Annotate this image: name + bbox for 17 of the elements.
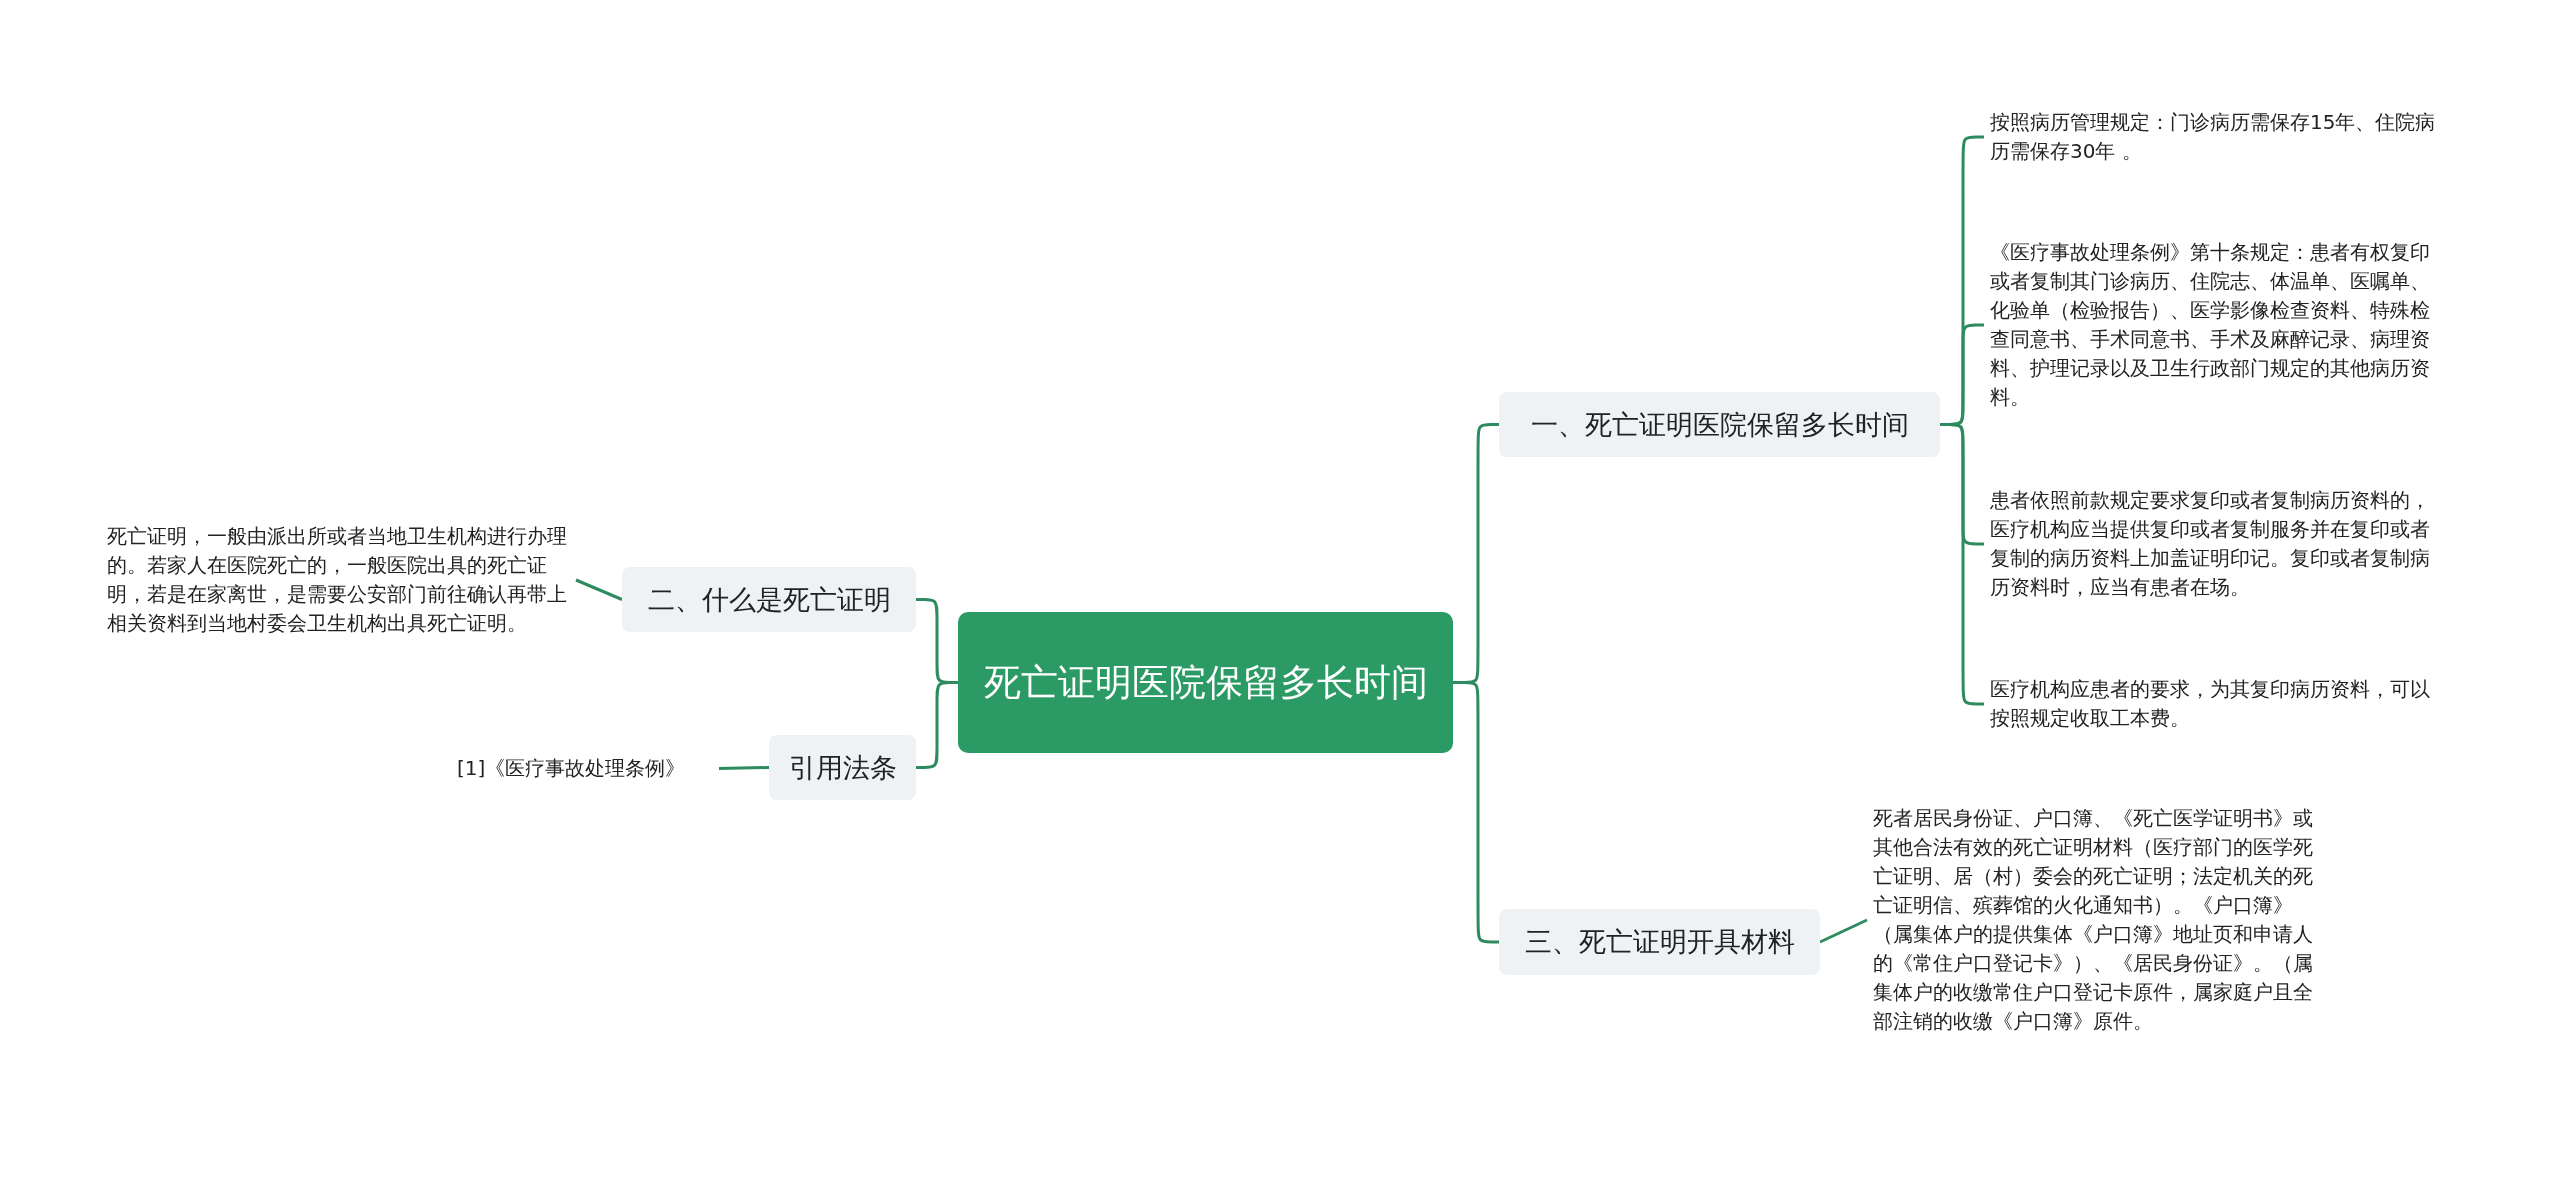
topic-box: 引用法条 — [769, 735, 916, 800]
connector-line — [1819, 918, 1868, 944]
connector-line — [915, 681, 959, 769]
note-text: 按照病历管理规定：门诊病历需保存15年、住院病历需保存30年 。 — [1984, 106, 2454, 168]
note-text: 死亡证明，一般由派出所或者当地卫生机构进行办理的。若家人在医院死亡的，一般医院出具的死亡证明，若是在家离世，是需要公安部门前往确认再带上相关资料到当地村委会卫生机构出具死亡证明。 — [101, 520, 576, 640]
note-text: 死者居民身份证、户口簿、《死亡医学证明书》或其他合法有效的死亡证明材料（医疗部门的医学死亡证明、居（村）委会的死亡证明；法定机关的死亡证明信、殡葬馆的火化通知书）。《户口簿》（属集体户的提供集体《户口簿》地址页和申请人的《常住户口登记卡》）、《居民身份证》。（属集体户的收缴常住户口登记卡原件，属家庭户且全部注销的收缴《户口簿》原件。 — [1867, 802, 2337, 1038]
central-topic-box: 死亡证明医院保留多长时间 — [958, 612, 1453, 753]
connector-line — [718, 766, 770, 770]
connector-line — [1453, 681, 1500, 944]
note-text: 患者依照前款规定要求复印或者复制病历资料的，医疗机构应当提供复印或者复制服务并在复印或者复制的病历资料上加盖证明印记。复印或者复制病历资料时，应当有患者在场。 — [1984, 484, 2454, 604]
topic-box: 一、死亡证明医院保留多长时间 — [1499, 392, 1940, 457]
topic-box: 三、死亡证明开具材料 — [1499, 909, 1820, 975]
note-text: 医疗机构应患者的要求，为其复印病历资料，可以按照规定收取工本费。 — [1984, 673, 2454, 735]
topic-box: 二、什么是死亡证明 — [622, 567, 916, 632]
connector-line — [575, 578, 623, 601]
note-text: 《医疗事故处理条例》第十条规定：患者有权复印或者复制其门诊病历、住院志、体温单、医嘱单、化验单（检验报告）、医学影像检查资料、特殊检查同意书、手术同意书、手术及麻醉记录、病理资料、护理记录以及卫生行政部门规定的其他病历资料。 — [1984, 236, 2454, 414]
note-text: [1]《医疗事故处理条例》 — [451, 752, 719, 785]
